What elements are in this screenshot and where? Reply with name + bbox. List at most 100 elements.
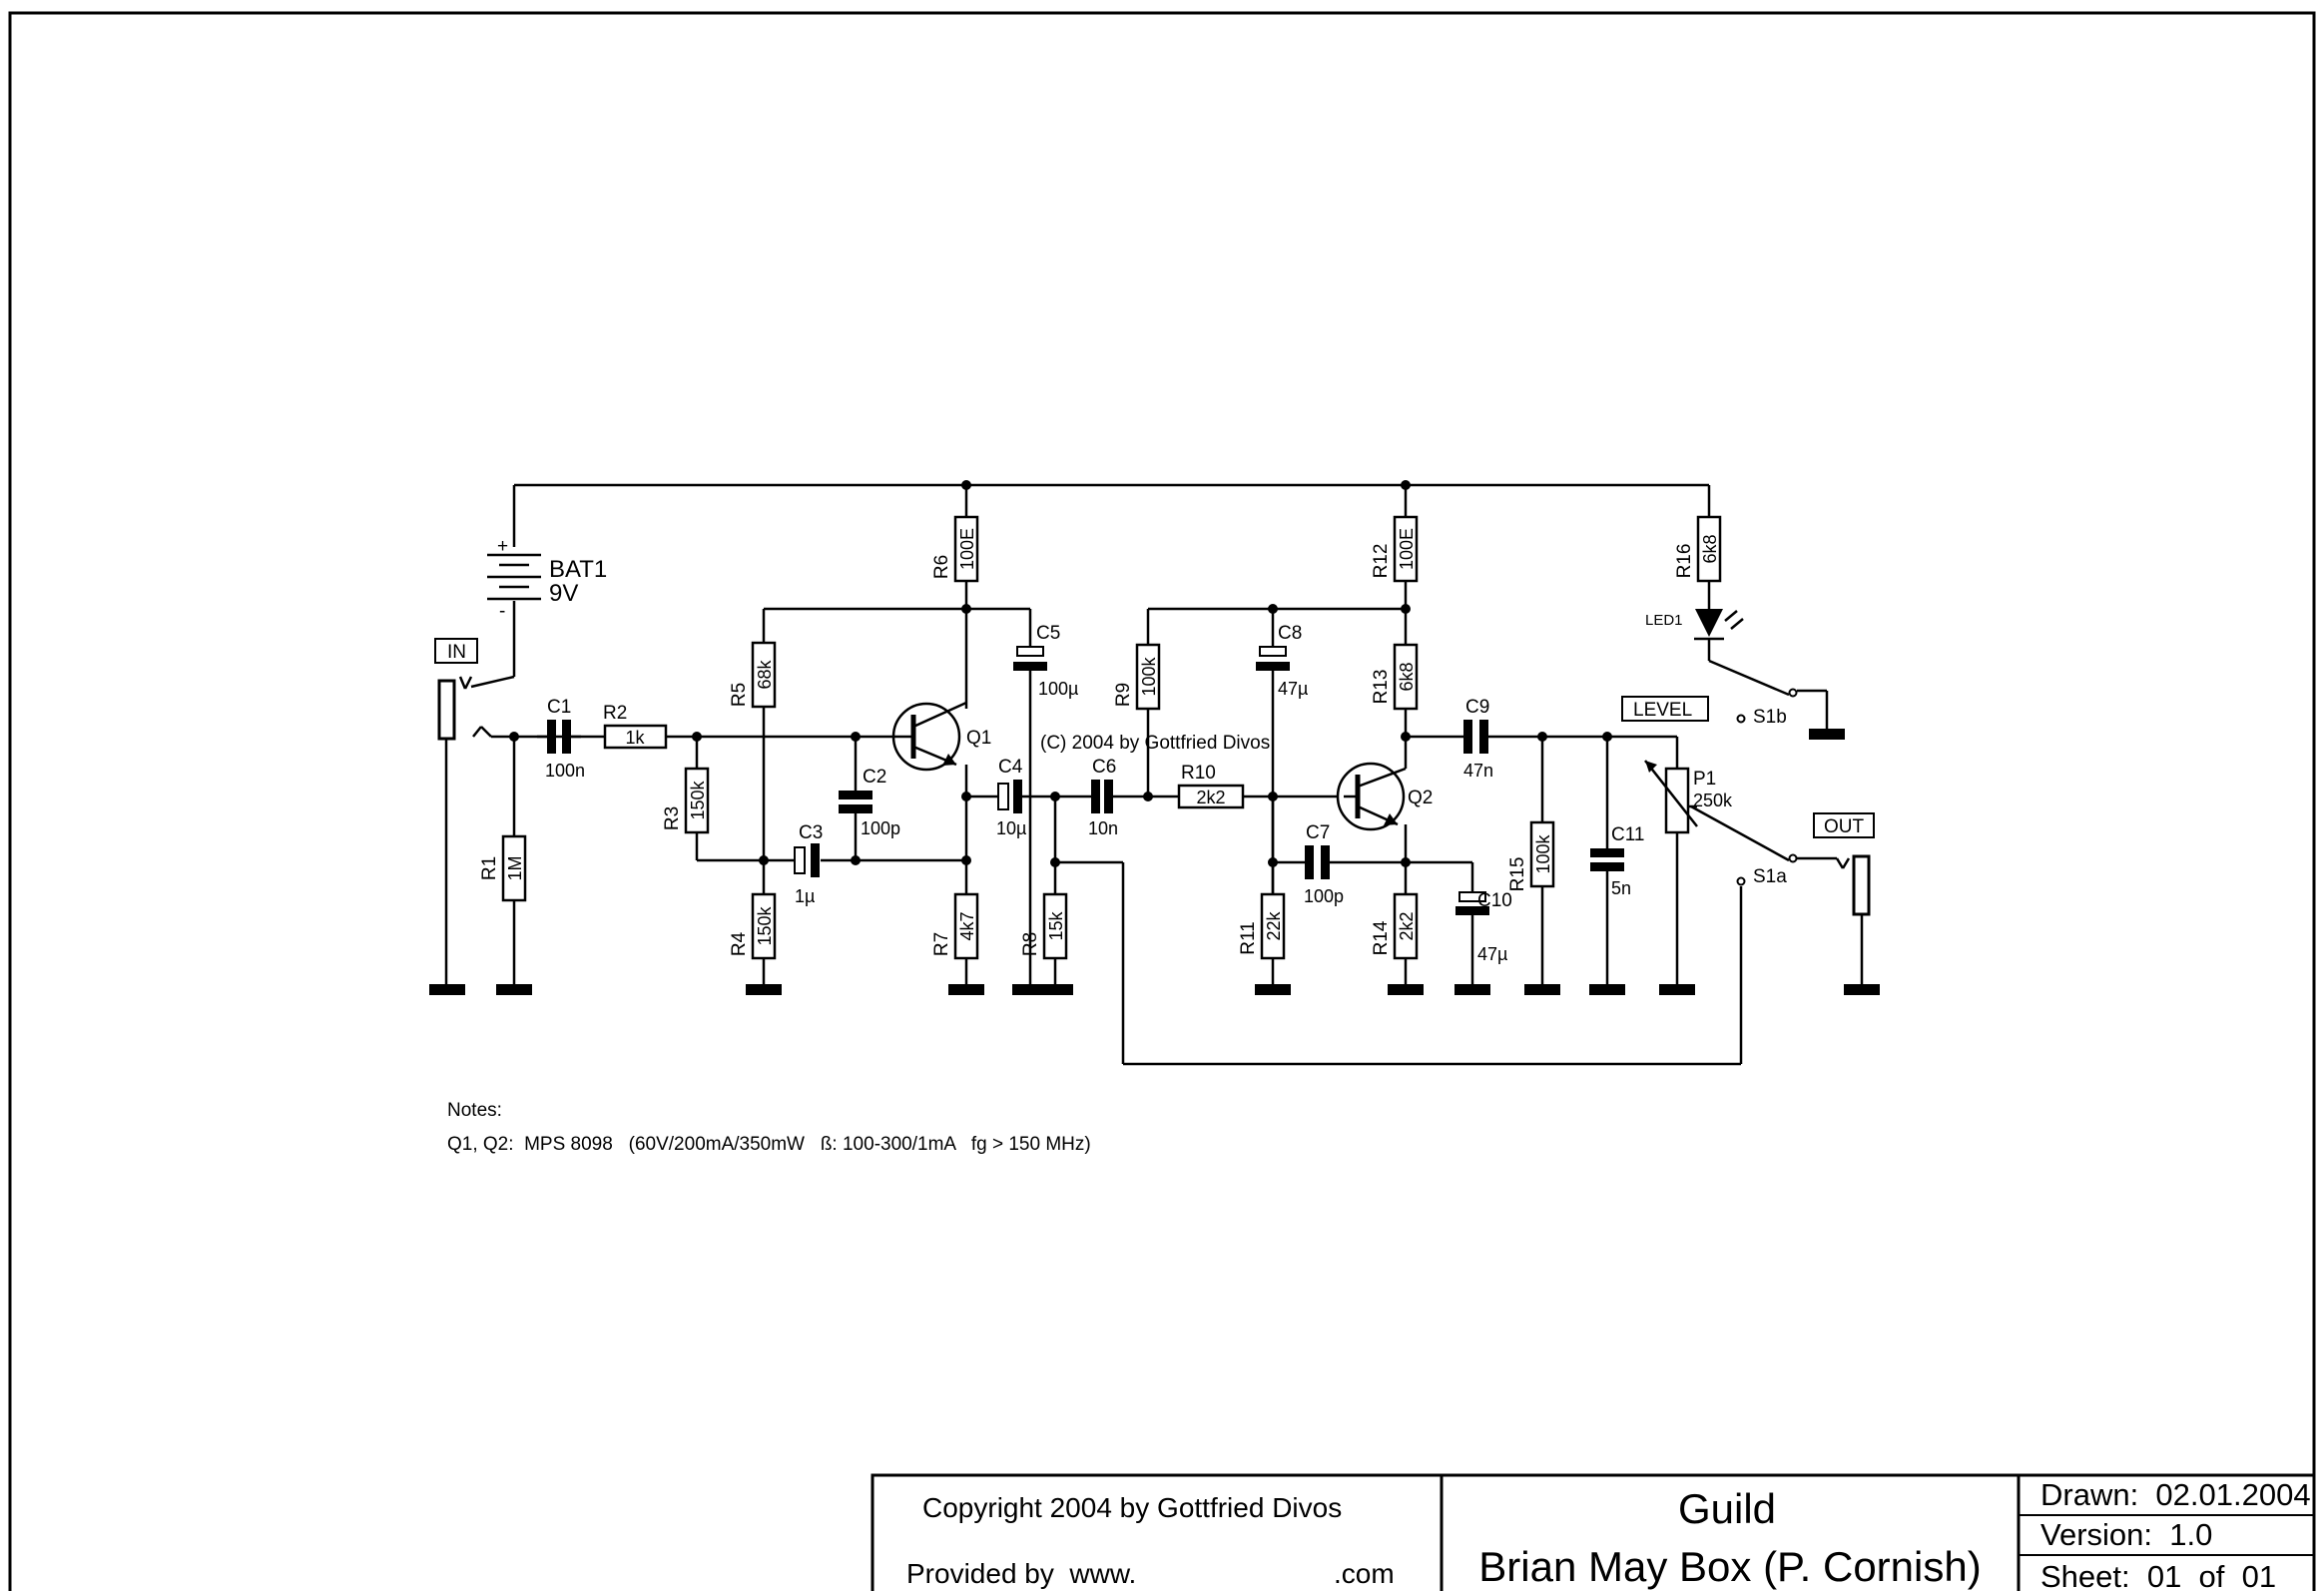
svg-text:R2: R2	[603, 703, 627, 724]
resistor-r16: 6k8 R16	[1674, 515, 1722, 583]
svg-text:R12: R12	[1371, 544, 1392, 579]
transistor-q2: Q2	[1336, 762, 1433, 831]
svg-text:150k: 150k	[688, 780, 708, 819]
capacitor-c4: C4 10µ	[996, 757, 1026, 838]
switch-s1b: S1b	[1736, 688, 1798, 728]
svg-text:100k: 100k	[1533, 833, 1553, 873]
svg-text:2k2: 2k2	[1196, 788, 1225, 807]
notes-line: Q1, Q2: MPS 8098 (60V/200mA/350mW ß: 100…	[447, 1134, 1091, 1155]
svg-text:C10: C10	[1477, 890, 1512, 911]
svg-text:C8: C8	[1278, 623, 1302, 644]
svg-text:10n: 10n	[1088, 818, 1118, 838]
resistor-r12: 100E R12	[1371, 515, 1419, 583]
svg-text:C1: C1	[547, 697, 571, 718]
svg-text:4k7: 4k7	[957, 911, 977, 940]
svg-text:250k: 250k	[1693, 791, 1733, 810]
svg-text:68k: 68k	[755, 659, 775, 689]
wires	[444, 483, 1864, 1066]
battery-plus: +	[497, 536, 508, 557]
ground-symbol	[1012, 984, 1048, 995]
svg-text:100k: 100k	[1139, 656, 1159, 696]
ground-symbol	[1037, 984, 1073, 995]
junctions	[509, 480, 1612, 867]
resistor-r7: 4k7 R7	[931, 892, 979, 960]
svg-text:Q1: Q1	[966, 728, 991, 749]
resistor-r15: 100k R15	[1507, 820, 1555, 892]
capacitor-c5: C5 100µ	[1013, 623, 1078, 699]
svg-text:R13: R13	[1371, 670, 1392, 705]
output-jack: OUT	[1813, 812, 1875, 916]
battery-value: 9V	[549, 580, 578, 607]
svg-text:C7: C7	[1306, 822, 1330, 843]
capacitor-c9: C9 47n	[1463, 697, 1493, 781]
sheet-border	[8, 11, 2316, 1591]
svg-text:10µ: 10µ	[996, 818, 1026, 838]
title-block-drawn: Drawn: 02.01.2004	[2040, 1477, 2311, 1512]
svg-text:C2: C2	[863, 767, 886, 788]
svg-text:6k8: 6k8	[1397, 662, 1417, 691]
out-connector-label: OUT	[1824, 816, 1865, 837]
svg-text:15k: 15k	[1046, 910, 1066, 940]
svg-text:47n: 47n	[1463, 761, 1493, 781]
svg-text:R15: R15	[1507, 857, 1528, 892]
svg-text:C11: C11	[1611, 824, 1644, 845]
battery-bat1: + - BAT1 9V	[487, 536, 607, 622]
capacitor-c10: C10 47µ	[1455, 890, 1512, 964]
title-block-title: Guild	[1678, 1485, 1776, 1532]
svg-text:1k: 1k	[625, 728, 645, 748]
ground-symbol	[1844, 984, 1880, 995]
ground-symbol	[948, 984, 984, 995]
potentiometer-p1: P1 250k	[1644, 760, 1733, 834]
capacitor-c11: C11 5n	[1590, 824, 1644, 898]
ground-symbol	[1388, 984, 1424, 995]
schematic-copyright: (C) 2004 by Gottfried Divos	[1040, 733, 1270, 754]
resistor-r10: 2k2 R10	[1177, 763, 1245, 809]
svg-text:R1: R1	[479, 856, 500, 880]
capacitor-c7: C7 100p	[1304, 822, 1344, 906]
resistor-r2: 1k R2	[603, 703, 668, 750]
svg-text:S1a: S1a	[1753, 866, 1787, 887]
title-block-sheet: Sheet: 01 of 01	[2040, 1559, 2276, 1591]
svg-text:C6: C6	[1092, 757, 1116, 778]
svg-text:C3: C3	[799, 822, 823, 843]
svg-text:P1: P1	[1693, 769, 1716, 790]
svg-text:100µ: 100µ	[1038, 679, 1078, 699]
resistor-r11: 22k R11	[1238, 892, 1286, 960]
ground-symbol	[1255, 984, 1291, 995]
ground-symbol	[1524, 984, 1560, 995]
svg-text:R9: R9	[1113, 683, 1134, 707]
resistor-r3: 150k R3	[662, 767, 710, 834]
title-block-version: Version: 1.0	[2040, 1517, 2212, 1552]
ground-symbol	[496, 984, 532, 995]
svg-text:R6: R6	[931, 555, 952, 579]
resistor-r6: 100E R6	[931, 515, 979, 583]
notes: Notes: Q1, Q2: MPS 8098 (60V/200mA/350mW…	[447, 1100, 1091, 1155]
svg-text:LED1: LED1	[1645, 612, 1683, 629]
title-block: Copyright 2004 by Gottfried Divos Provid…	[871, 1473, 2316, 1591]
capacitor-c6: C6 10n	[1088, 757, 1118, 838]
svg-text:100n: 100n	[545, 761, 585, 781]
capacitor-c3: C3 1µ	[794, 822, 823, 906]
svg-text:100p: 100p	[1304, 886, 1344, 906]
svg-text:R8: R8	[1020, 932, 1041, 956]
svg-text:100E: 100E	[1397, 528, 1417, 570]
ground-symbol	[1589, 984, 1625, 995]
resistor-r4: 150k R4	[729, 892, 777, 960]
svg-text:S1b: S1b	[1753, 707, 1787, 728]
resistor-r9: 100k R9	[1113, 643, 1161, 711]
level-tag: LEVEL	[1621, 696, 1709, 722]
switch-s1a: S1a	[1736, 853, 1798, 887]
battery-ref: BAT1	[549, 556, 607, 583]
svg-text:R16: R16	[1674, 544, 1695, 579]
capacitor-c2: C2 100p	[839, 767, 900, 838]
svg-text:C5: C5	[1036, 623, 1060, 644]
svg-text:R14: R14	[1371, 920, 1392, 955]
ground-symbol	[1809, 729, 1845, 740]
input-jack: IN	[434, 638, 478, 741]
ground-symbol	[1659, 984, 1695, 995]
title-block-copyright: Copyright 2004 by Gottfried Divos	[922, 1492, 1342, 1523]
resistor-r13: 6k8 R13	[1371, 643, 1419, 711]
ground-symbol	[429, 984, 465, 995]
resistor-r8: 15k R8	[1020, 892, 1068, 960]
